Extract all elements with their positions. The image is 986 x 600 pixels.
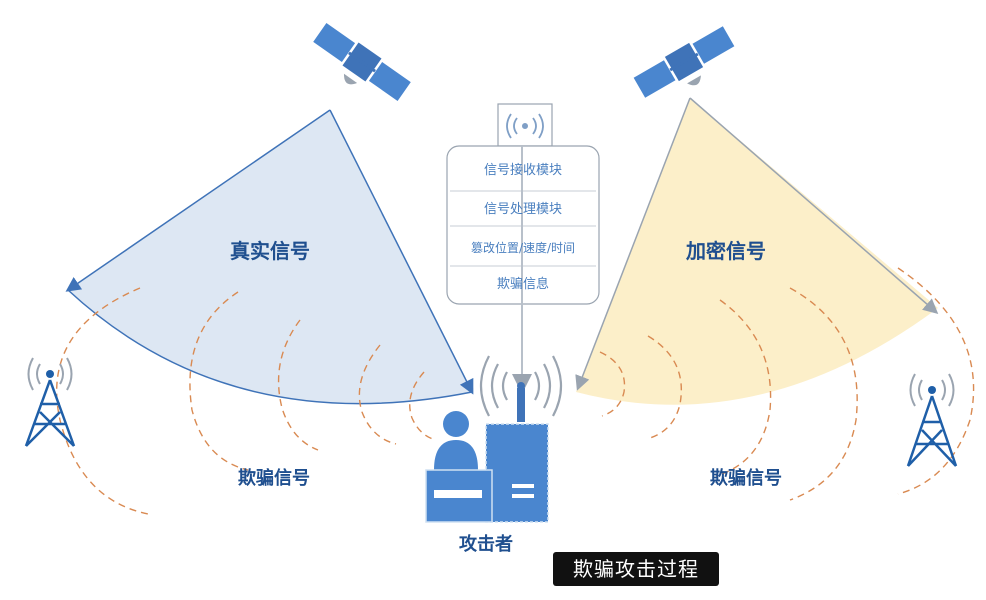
spoof-signal-label-left: 欺骗信号 (238, 467, 310, 489)
spoof-waves-left (56, 287, 437, 515)
process-step-1: 信号接收模块 (484, 162, 562, 178)
radio-tower-icon-left (24, 357, 76, 447)
process-step-4: 欺骗信息 (497, 276, 549, 292)
diagram-caption: 欺骗攻击过程 (553, 552, 719, 586)
satellite-icon-left (311, 21, 413, 103)
process-flow: 信号接收模块 信号处理模块 篡改位置/速度/时间 欺骗信息 (446, 103, 600, 394)
real-signal-label: 真实信号 (230, 239, 310, 263)
attacker-label: 攻击者 (459, 533, 513, 555)
spoof-signal-label-right: 欺骗信号 (710, 467, 782, 489)
process-step-3: 篡改位置/速度/时间 (471, 240, 575, 255)
signal-antenna-icon (506, 113, 544, 139)
encrypted-signal-label: 加密信号 (685, 239, 766, 263)
spoof-waves-right (599, 267, 975, 501)
process-step-2: 信号处理模块 (484, 202, 562, 217)
radio-tower-icon-right (906, 373, 958, 467)
attacker-person-icon (434, 411, 478, 470)
signal-antenna-icon (479, 355, 563, 417)
real-signal-fan (65, 109, 474, 405)
computer-icon (425, 423, 549, 523)
attacker-station (425, 355, 563, 523)
encrypted-signal-fan (575, 97, 939, 405)
satellite-icon-right (632, 24, 736, 100)
